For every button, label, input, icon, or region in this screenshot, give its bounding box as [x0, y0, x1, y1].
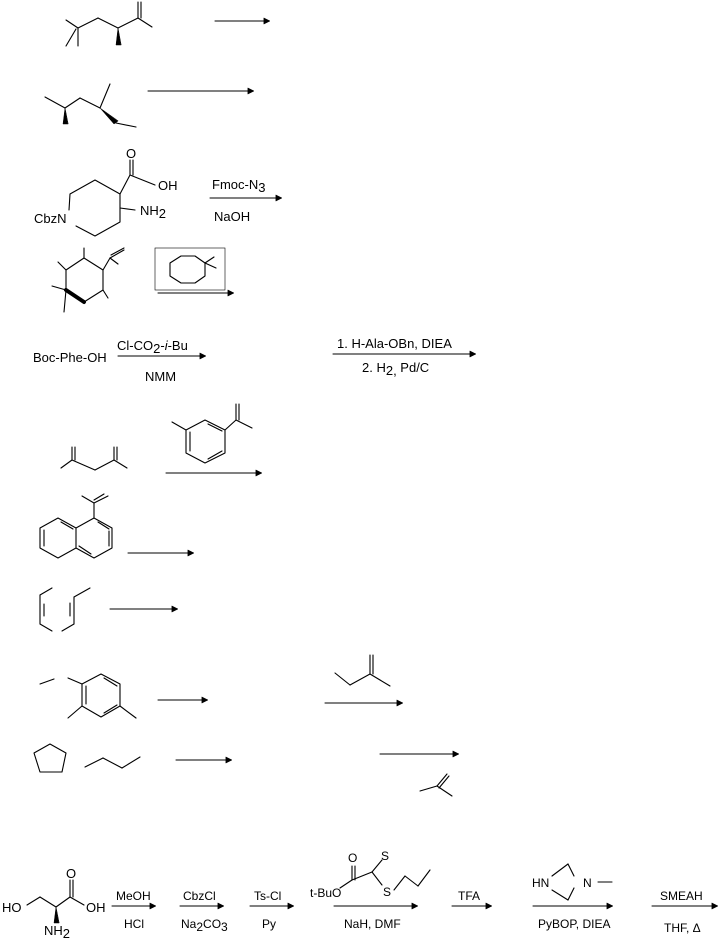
arrow-head: [201, 696, 209, 704]
atom-n: N: [583, 876, 592, 890]
atom-o: O: [66, 866, 76, 881]
atom-s: S: [383, 885, 391, 899]
arrow-head: [711, 902, 719, 910]
arrow-head: [263, 17, 271, 25]
arrow-head: [199, 352, 207, 360]
reagent-aryl-alkene: [171, 403, 253, 464]
structure-row10: [33, 743, 141, 773]
step7-reagent-bottom: THF, Δ: [664, 921, 701, 935]
atom-nh2: NH2: [44, 923, 70, 938]
reagent-cyclohexane: [169, 255, 217, 284]
row5-step2: 2. H2, Pd/C: [362, 360, 429, 378]
reagent-alkene-row9: [334, 654, 391, 687]
atom-oh: OH: [86, 900, 106, 915]
structure-serine: HO O OH NH2: [2, 866, 106, 938]
row5-starting-material: Boc-Phe-OH: [33, 350, 107, 365]
atom-hn: HN: [532, 876, 549, 890]
atom-oh: OH: [158, 178, 178, 193]
step4-reagent-bottom: NaH, DMF: [344, 917, 401, 931]
arrow-head: [255, 469, 263, 477]
step1-reagent-top: MeOH: [116, 889, 151, 903]
atom-o: O: [126, 146, 136, 161]
reagent-isobutylene: [419, 773, 453, 797]
atom-s: S: [381, 849, 389, 863]
arrow-head: [149, 902, 157, 910]
arrow-head: [275, 194, 283, 202]
step2-reagent-top: CbzCl: [183, 889, 216, 903]
step7-reagent-top: SMEAH: [660, 889, 703, 903]
reagent-naoh: NaOH: [214, 209, 250, 224]
step5-reagent-top: TFA: [458, 889, 480, 903]
arrow-head: [452, 750, 460, 758]
arrow-head: [217, 902, 225, 910]
step3-reagent-bottom: Py: [262, 917, 276, 931]
arrow-head: [171, 605, 179, 613]
reagent-box: [154, 247, 226, 291]
structure-row6: [60, 446, 128, 471]
row5-reagent-top: Cl-CO2-i-Bu: [117, 338, 188, 356]
structure-row2: [44, 83, 137, 128]
step3-reagent-top: Ts-Cl: [254, 889, 281, 903]
structure-row9: [39, 673, 137, 719]
atom-o: O: [348, 851, 357, 865]
reagent-fmoc-n3: Fmoc-N3: [212, 177, 265, 195]
atom-tbuo: t-BuO: [310, 886, 341, 900]
structure-row1: [65, 1, 153, 47]
arrow-head: [227, 289, 235, 297]
step4-reagent-structure: O S t-BuO S: [310, 849, 431, 900]
row5-reagent-bottom: NMM: [145, 369, 176, 384]
arrow-head: [396, 699, 404, 707]
step6-reagent-structure: HN N: [532, 863, 613, 901]
arrow-head: [287, 902, 295, 910]
step2-reagent-bottom: Na2CO3: [181, 917, 228, 934]
arrow-head: [485, 902, 493, 910]
arrow-head: [411, 902, 419, 910]
arrow-head: [606, 902, 614, 910]
arrow-head: [187, 549, 195, 557]
arrow-head: [247, 87, 255, 95]
structure-row4: [51, 247, 125, 313]
structure-row3: O OH CbzN NH2: [34, 146, 178, 237]
atom-nh2: NH2: [140, 203, 166, 221]
row5-step1: 1. H-Ala-OBn, DIEA: [337, 336, 452, 351]
structure-row7: [39, 493, 113, 559]
atom-ho: HO: [2, 900, 22, 915]
arrow-head: [469, 350, 477, 358]
step6-reagent-bottom: PyBOP, DIEA: [538, 917, 610, 931]
atom-cbzn: CbzN: [34, 211, 67, 226]
arrow-head: [225, 756, 233, 764]
step1-reagent-bottom: HCl: [124, 917, 144, 931]
structure-row8: [39, 587, 91, 632]
